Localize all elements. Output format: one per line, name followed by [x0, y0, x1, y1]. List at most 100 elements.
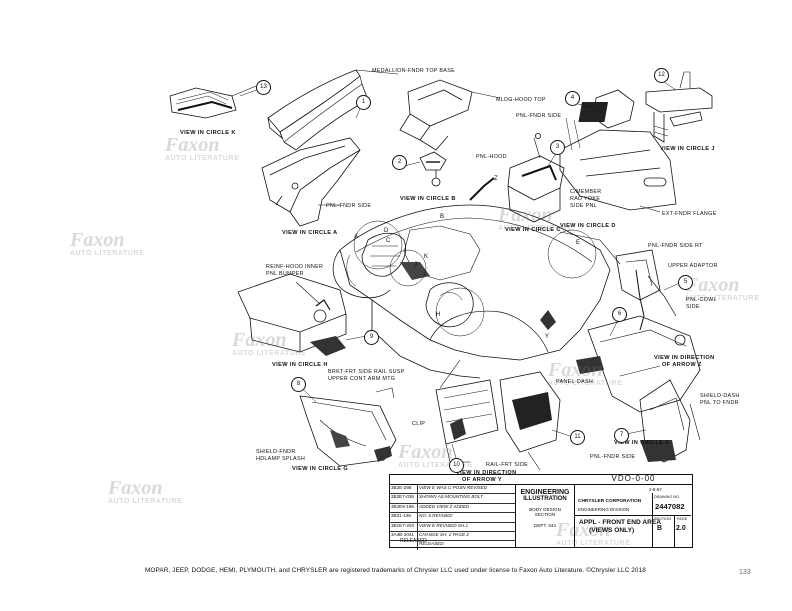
circle-letter-y: Y	[545, 334, 550, 340]
label-pnl-to-fndr: PNL TO FNDR	[700, 400, 739, 406]
section-label: SECTION	[654, 517, 671, 521]
drawing-number: 2447082	[655, 502, 685, 511]
circle-letter-j: J	[414, 262, 418, 268]
view-z-part	[576, 249, 701, 413]
drawing-code: VDO-0-00	[611, 474, 656, 483]
label-cowl-side: SIDE	[686, 304, 700, 310]
view-k-part	[169, 85, 257, 119]
drawing-number-label: DRAWING NO.	[654, 495, 681, 499]
view-g-part	[299, 387, 397, 467]
label-shield-fndr: SHIELD-FNDR	[256, 449, 296, 455]
illustration-text: ILLUSTRATION	[523, 496, 567, 502]
caption-view-z-1: VIEW IN DIRECTION	[654, 355, 715, 361]
label-upper-adaptor: UPPER ADAPTOR	[668, 263, 718, 269]
view-h-part	[237, 273, 347, 356]
caption-view-h: VIEW IN CIRCLE H	[272, 362, 328, 368]
circle-letter-d: D	[384, 228, 389, 234]
caption-view-e: VIEW IN CIRCLE E	[614, 440, 670, 446]
caption-view-y-1: VIEW IN DIRECTION	[456, 470, 517, 476]
drawing-title-2: (VIEWS ONLY)	[589, 527, 635, 534]
label-clip: CLIP	[412, 421, 426, 427]
corporation-name: CHRYSLER CORPORATION	[578, 499, 642, 504]
circle-letter-e: E	[576, 240, 581, 246]
circle-letter-a: A	[354, 234, 359, 240]
leader-lines	[239, 81, 683, 459]
callout-1: 1	[356, 95, 371, 110]
hood-clip-b	[419, 151, 447, 187]
page-value: 2.0	[676, 525, 686, 532]
caption-view-g: VIEW IN CIRCLE G	[292, 466, 349, 472]
label-pnl-cowl: PNL-COWL	[686, 297, 717, 303]
caption-view-c: VIEW IN CIRCLE C	[505, 227, 561, 233]
callout-6: 6	[612, 307, 627, 322]
drawing-title-1: APPL - FRONT END AREA	[579, 519, 662, 526]
division-name: ENGINEERING DIVISION	[578, 507, 630, 512]
label-reinf-hood-inner: REINF-HOOD INNER	[266, 264, 324, 270]
section-text: SECTION	[534, 512, 556, 517]
caption-view-b: VIEW IN CIRCLE B	[400, 196, 456, 202]
page-label: PAGE	[677, 517, 688, 521]
label-pnl-fndr-side-rt: PNL-FNDR SIDE RT	[648, 243, 703, 249]
circle-letter-z: Z	[494, 176, 498, 182]
panel-dash-part	[435, 359, 561, 471]
caption-view-a: VIEW IN CIRCLE A	[282, 230, 338, 236]
caption-view-z-2: OF ARROW Z	[662, 362, 702, 368]
callout-11: 11	[570, 430, 585, 445]
label-medallion: MEDALLION-FNDR TOP BASE	[372, 68, 455, 74]
label-panel-dash: PANEL-DASH	[556, 379, 594, 385]
engineering-text: ENGINEERING	[520, 489, 570, 496]
label-pnl-hood: PNL-HOOD	[476, 154, 507, 160]
dept-text: DEPT. 344	[534, 523, 556, 528]
view-e-part	[639, 379, 701, 463]
label-pnl-fndr-side-e: PNL-FNDR SIDE	[590, 454, 636, 460]
label-ext-fndr-flange: EXT-FNDR FLANGE	[662, 211, 717, 217]
fender-side-panel-d	[559, 89, 677, 213]
revision-row: RELEASED	[390, 541, 515, 550]
fender-side-panel-a	[261, 137, 361, 227]
label-mldg-hood-top: MLDG-HOOD TOP	[496, 97, 546, 103]
callout-10: 10	[449, 458, 464, 473]
label-pnl-bumper: PNL BUMPER	[266, 271, 304, 277]
circle-letter-h: H	[436, 312, 441, 318]
view-j-part	[645, 71, 713, 143]
caption-view-y-2: OF ARROW Y	[462, 477, 503, 483]
caption-view-d: VIEW IN CIRCLE D	[560, 223, 616, 229]
label-pnl-fndr-side-a: PNL-FNDR SIDE	[326, 203, 372, 209]
medallion-part	[267, 69, 399, 151]
section-value: B	[657, 525, 663, 532]
engineering-illustration-box: ENGINEERING ILLUSTRATION BODY DESIGN SEC…	[516, 485, 575, 547]
callout-2: 2	[392, 155, 407, 170]
title-main: VDO-0-00 CHRYSLER CORPORATION ENGINEERIN…	[575, 474, 692, 547]
label-hdlamp-splash: HDLAMP SPLASH	[256, 456, 306, 462]
label-shield-dash: SHIELD-DASH	[700, 393, 740, 399]
circle-letter-k: K	[424, 254, 429, 260]
label-upper-cont-arm: UPPER CONT ARM MTG	[328, 376, 396, 382]
circle-letter-b: B	[440, 214, 445, 220]
vehicle-front-body	[332, 177, 621, 379]
callout-3: 3	[550, 140, 565, 155]
drawing-date: 2-8-67	[649, 487, 662, 492]
callout-8: 8	[291, 377, 306, 392]
label-brkt-frt-side-rail: BRKT-FRT SIDE RAIL SUSP	[328, 369, 405, 375]
callout-5: 5	[678, 275, 693, 290]
callout-7: 7	[614, 428, 629, 443]
page-number: 133	[739, 569, 751, 576]
body-design-text: BODY DESIGN	[529, 507, 561, 512]
circle-letter-c: C	[386, 238, 391, 244]
label-rail-frt-side: RAIL-FRT SIDE	[486, 462, 529, 468]
label-rad-yoke: RAD YOKE	[570, 196, 601, 202]
released-text: RELEASED	[400, 538, 427, 544]
callout-9: 9	[364, 330, 379, 345]
callout-12: 12	[654, 68, 669, 83]
caption-view-k: VIEW IN CIRCLE K	[180, 130, 236, 136]
hood-top-molding	[399, 79, 501, 151]
callout-13: 13	[256, 80, 271, 95]
label-side-pnl: SIDE PNL	[570, 203, 597, 209]
